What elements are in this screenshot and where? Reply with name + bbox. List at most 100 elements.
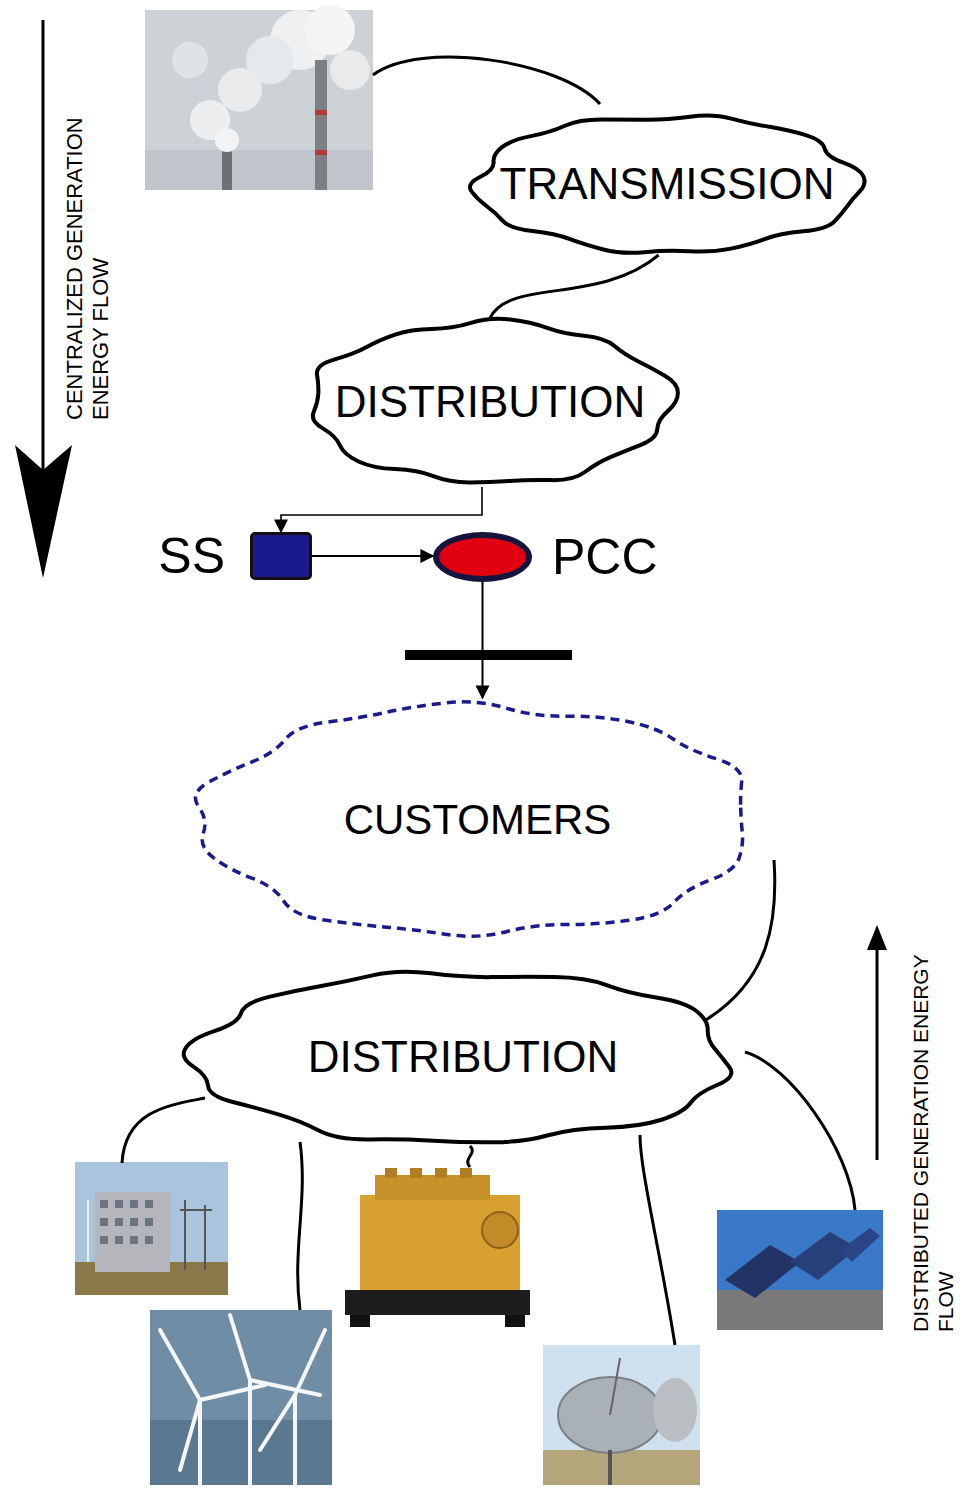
- solar-dish-photo: [543, 1450, 700, 1485]
- wind-turbines-photo: [260, 1395, 295, 1450]
- substation-box: SS: [250, 532, 312, 580]
- power-plant-photo: [145, 150, 373, 190]
- transmission-cloud: TRANSMISSION: [458, 110, 877, 258]
- generator-photo: [460, 1168, 472, 1178]
- customers-cloud: CUSTOMERS: [175, 695, 780, 945]
- flow-arrow-down: [15, 445, 72, 578]
- connector: [281, 487, 482, 532]
- pcc-ellipse: PCC: [433, 532, 532, 582]
- wind-turbines-photo: [180, 1400, 200, 1470]
- flow-arrow-up: [876, 940, 879, 1160]
- bus-bar: [405, 650, 572, 660]
- solar-panels-photo: [717, 1290, 883, 1330]
- power-plant-photo: [172, 42, 208, 78]
- plant-building-photo: [115, 1236, 123, 1244]
- wire: [373, 57, 600, 104]
- wire: [745, 1052, 855, 1210]
- distribution-cloud: DISTRIBUTION: [168, 965, 758, 1150]
- wire: [122, 1098, 205, 1163]
- plant-building-photo: [204, 1205, 206, 1270]
- generator-photo: [410, 1168, 422, 1178]
- solar-panels-photo: [725, 1245, 800, 1298]
- power-plant-photo: [215, 128, 239, 152]
- generator-photo: [360, 1195, 520, 1290]
- connector: [312, 555, 433, 557]
- generator-photo: [345, 1290, 530, 1315]
- solar-panels-photo: [717, 1210, 883, 1330]
- wind-turbines-photo: [295, 1330, 325, 1395]
- power-plant-photo: [330, 50, 370, 90]
- solar-panels-photo: [717, 1210, 883, 1330]
- power-plant-photo: [305, 5, 355, 55]
- plant-building-photo: [100, 1200, 153, 1244]
- node-label: SS: [158, 529, 225, 584]
- plant-building-photo: [180, 1209, 212, 1211]
- node-label: DISTRIBUTION: [308, 1033, 618, 1081]
- power-plant-photo: [218, 68, 262, 112]
- plant-building-photo: [100, 1218, 108, 1226]
- distribution-cloud: DISTRIBUTION: [295, 315, 685, 490]
- power-plant-photo: [315, 110, 327, 115]
- generator-photo: [482, 1212, 518, 1248]
- power-plant-photo: [145, 5, 373, 190]
- wind-turbines-photo: [293, 1395, 297, 1485]
- wind-turbines-photo: [250, 1380, 320, 1395]
- plant-building-photo: [75, 1162, 228, 1295]
- wind-turbines-photo: [160, 1330, 200, 1400]
- flow-arrow-down: [42, 20, 45, 470]
- plant-building-photo: [130, 1200, 138, 1208]
- generator-photo: [385, 1168, 472, 1178]
- plant-building-photo: [145, 1236, 153, 1244]
- wire: [468, 1146, 473, 1167]
- solar-panels-photo: [840, 1228, 880, 1262]
- plant-building-photo: [130, 1236, 138, 1244]
- node-label: TRANSMISSION: [500, 160, 835, 208]
- power-plant-photo: [315, 60, 327, 190]
- solar-dish-photo: [653, 1378, 697, 1442]
- wire: [640, 1135, 675, 1345]
- wind-turbines-photo: [150, 1310, 332, 1485]
- wind-turbines-photo: [160, 1315, 325, 1485]
- flow-label: CENTRALIZED GENERATION ENERGY FLOW: [62, 20, 115, 420]
- plant-building-photo: [100, 1200, 108, 1208]
- connector: [705, 860, 775, 1021]
- wire: [298, 1142, 303, 1310]
- wind-turbines-photo: [230, 1315, 250, 1380]
- plant-building-photo: [115, 1218, 123, 1226]
- plant-building-photo: [115, 1200, 123, 1208]
- connector: [482, 582, 484, 698]
- plant-building-photo: [95, 1192, 170, 1272]
- generator-photo: [505, 1315, 525, 1327]
- plant-building-photo: [75, 1162, 228, 1295]
- cloud-outline: [195, 702, 742, 936]
- plant-building-photo: [87, 1200, 89, 1262]
- connector: [490, 255, 659, 318]
- generator-photo: [345, 1168, 530, 1327]
- node-label: PCC: [552, 530, 658, 585]
- cloud-outline: [470, 116, 865, 253]
- generator-photo: [350, 1315, 370, 1327]
- generator-photo: [385, 1168, 397, 1178]
- plant-building-photo: [145, 1200, 153, 1208]
- plant-building-photo: [130, 1218, 138, 1226]
- solar-dish-photo: [610, 1358, 620, 1415]
- wind-turbines-photo: [150, 1310, 332, 1485]
- cloud-outline: [313, 319, 678, 483]
- wind-turbines-photo: [200, 1385, 265, 1400]
- plant-building-photo: [145, 1218, 153, 1226]
- solar-dish-photo: [543, 1345, 700, 1485]
- flow-label: DISTRIBUTED GENERATION ENERGY FLOW: [908, 892, 958, 1332]
- generator-photo: [375, 1175, 490, 1200]
- node-label: DISTRIBUTION: [335, 378, 645, 426]
- wind-turbines-photo: [150, 1420, 332, 1485]
- solar-dish-photo: [608, 1450, 612, 1485]
- plant-building-photo: [100, 1236, 108, 1244]
- flow-arrow-up: [867, 925, 887, 1160]
- flow-arrow-up: [867, 925, 887, 950]
- cloud-outline: [184, 972, 732, 1143]
- power-plant-photo: [222, 148, 232, 190]
- solar-dish-photo: [543, 1345, 700, 1485]
- generator-photo: [435, 1168, 447, 1178]
- wind-turbines-photo: [248, 1380, 252, 1485]
